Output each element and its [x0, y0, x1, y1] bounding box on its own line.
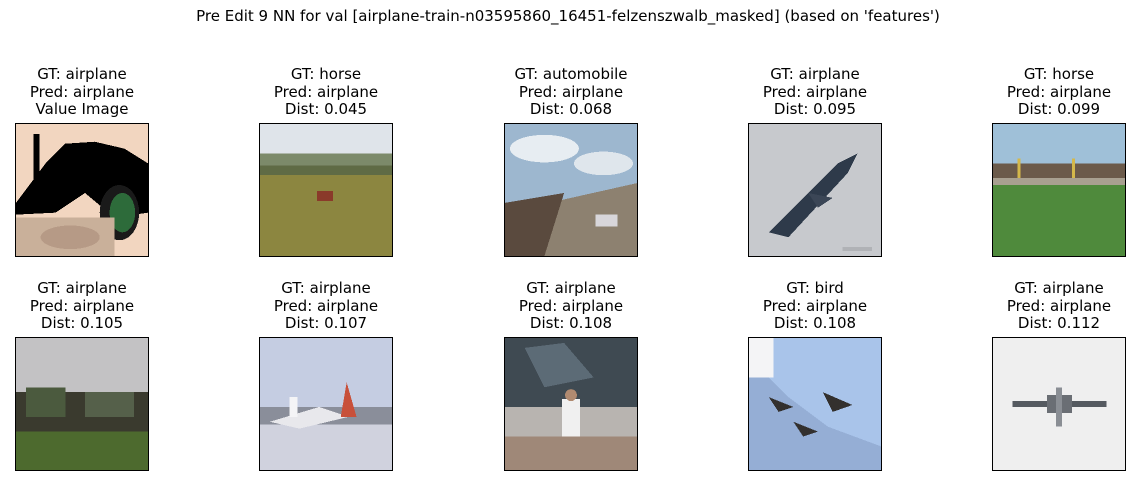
- ground-truth-label: GT: airplane: [526, 279, 616, 297]
- distance-label: Dist: 0.107: [284, 314, 368, 332]
- distance-label: Dist: 0.068: [529, 100, 613, 118]
- ground-truth-label: GT: automobile: [514, 65, 628, 83]
- ground-truth-label: GT: airplane: [770, 65, 860, 83]
- distance-label: Dist: 0.099: [1017, 100, 1101, 118]
- ground-truth-label: GT: airplane: [1014, 279, 1104, 297]
- prediction-label: Pred: airplane: [518, 296, 624, 315]
- airplane-tarmac-image: [259, 337, 393, 471]
- distance-label: Dist: 0.108: [773, 314, 857, 332]
- bird-formation-image: [748, 337, 882, 471]
- horse-stadium-image: [992, 123, 1126, 257]
- ground-truth-label: GT: horse: [1023, 65, 1095, 83]
- ground-truth-label: GT: airplane: [281, 279, 371, 297]
- prediction-label: Pred: airplane: [273, 82, 379, 101]
- distance-label: Dist: 0.095: [773, 100, 857, 118]
- prediction-label: Pred: airplane: [29, 296, 135, 315]
- prediction-label: Pred: airplane: [1006, 296, 1112, 315]
- ground-truth-label: GT: airplane: [37, 65, 127, 83]
- airplane-hangar-image: [504, 337, 638, 471]
- prediction-label: Pred: airplane: [762, 296, 868, 315]
- distance-label: Dist: 0.045: [284, 100, 368, 118]
- automobile-road-image: [504, 123, 638, 257]
- distance-label: Value Image: [35, 100, 129, 118]
- prediction-label: Pred: airplane: [273, 296, 379, 315]
- distance-label: Dist: 0.112: [1017, 314, 1101, 332]
- ground-truth-label: GT: bird: [786, 279, 844, 297]
- distance-label: Dist: 0.105: [40, 314, 124, 332]
- airplane-sky-image: [748, 123, 882, 257]
- airplane-white-image: [992, 337, 1126, 471]
- distance-label: Dist: 0.108: [529, 314, 613, 332]
- prediction-label: Pred: airplane: [29, 82, 135, 101]
- prediction-label: Pred: airplane: [1006, 82, 1112, 101]
- airplane-grass-image: [15, 337, 149, 471]
- prediction-label: Pred: airplane: [762, 82, 868, 101]
- prediction-label: Pred: airplane: [518, 82, 624, 101]
- ground-truth-label: GT: horse: [290, 65, 362, 83]
- masked-airplane-image: [15, 123, 149, 257]
- ground-truth-label: GT: airplane: [37, 279, 127, 297]
- figure-title: Pre Edit 9 NN for val [airplane-train-n0…: [196, 7, 940, 25]
- horse-field-image: [259, 123, 393, 257]
